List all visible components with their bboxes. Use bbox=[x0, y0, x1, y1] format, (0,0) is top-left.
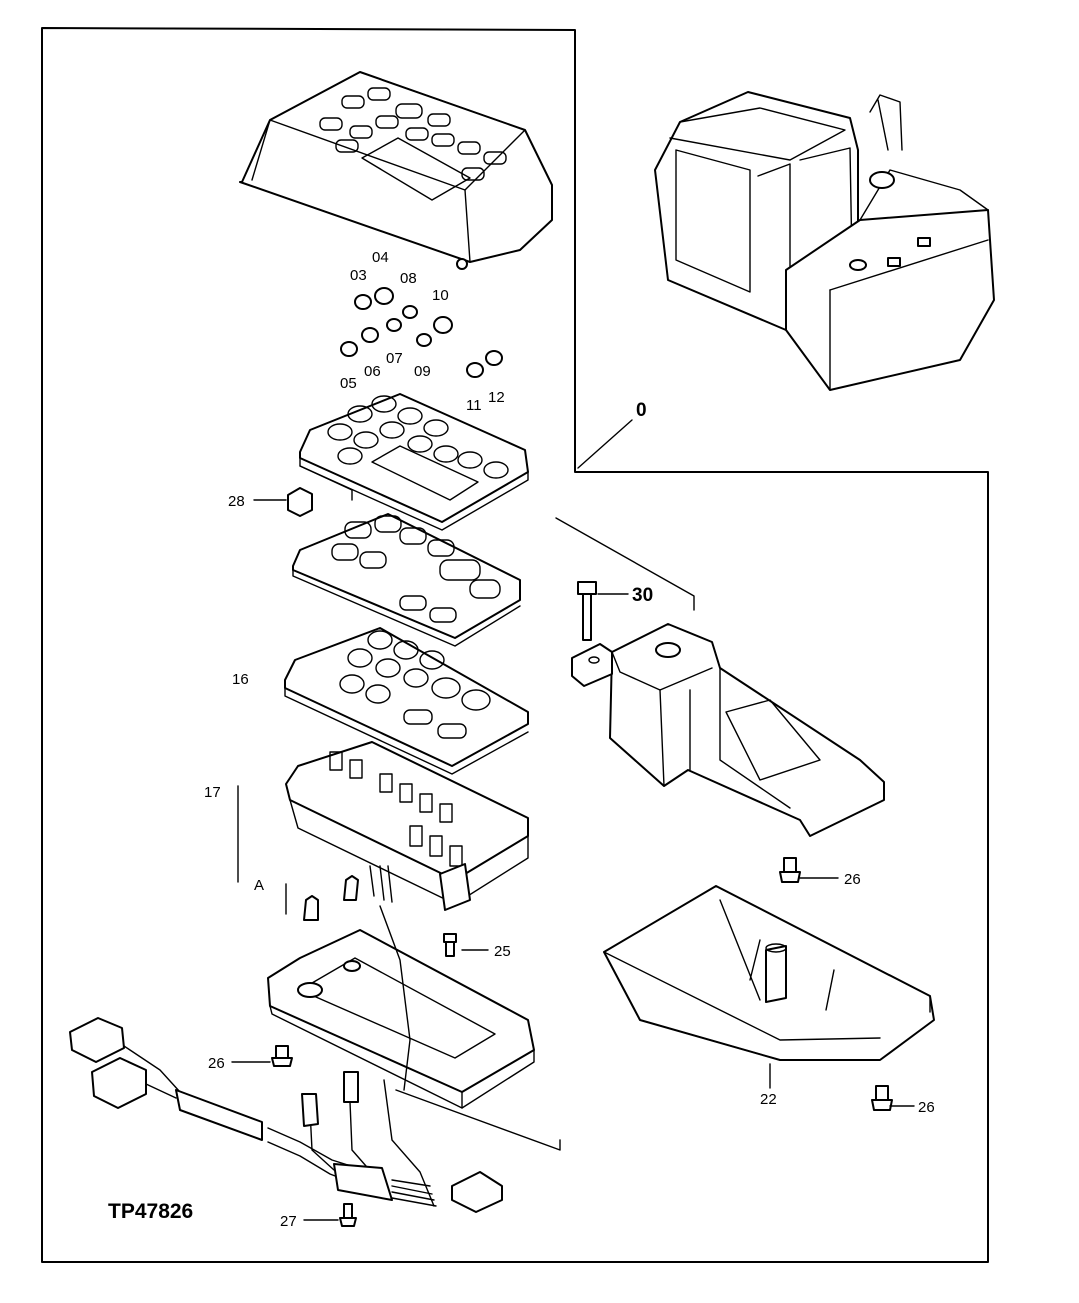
circuit-board-1 bbox=[292, 513, 521, 647]
callout-30: 30 bbox=[632, 585, 653, 606]
monitor-top-cover bbox=[239, 71, 553, 270]
callout-25: 25 bbox=[494, 943, 511, 960]
screw-26-case bbox=[271, 1045, 293, 1067]
bulb-right bbox=[343, 875, 359, 901]
knob-caps bbox=[340, 287, 503, 378]
excavator-cab bbox=[654, 91, 995, 391]
callout-08: 08 bbox=[400, 270, 417, 287]
bolt-30 bbox=[577, 581, 597, 641]
callout-09: 09 bbox=[414, 363, 431, 380]
bulb-left bbox=[303, 895, 319, 921]
callout-27: 27 bbox=[280, 1213, 297, 1230]
callout-28: 28 bbox=[228, 493, 245, 510]
circuit-board-16 bbox=[284, 627, 529, 775]
callout-03: 03 bbox=[350, 267, 367, 284]
screw-27 bbox=[339, 1203, 357, 1227]
callout-06: 06 bbox=[364, 363, 381, 380]
callout-10: 10 bbox=[432, 287, 449, 304]
callout-16: 16 bbox=[232, 671, 249, 688]
switch-panel-sheet bbox=[299, 393, 529, 531]
wire-harness bbox=[69, 905, 437, 1207]
main-circuit-board-17 bbox=[285, 741, 529, 911]
callout-07: 07 bbox=[386, 350, 403, 367]
mounting-bracket bbox=[571, 623, 885, 837]
screw-26-cover bbox=[871, 1085, 893, 1111]
callout-04: 04 bbox=[372, 249, 389, 266]
screw-26-bracket bbox=[779, 857, 801, 883]
callout-labels: 0 03 04 08 10 05 06 07 09 11 12 28 16 17… bbox=[108, 249, 935, 1230]
diagram-border bbox=[41, 27, 989, 1263]
callout-12: 12 bbox=[488, 389, 505, 406]
grommet bbox=[451, 1171, 503, 1213]
callout-05: 05 bbox=[340, 375, 357, 392]
bottom-cover-22 bbox=[603, 885, 935, 1061]
leader-lines bbox=[231, 499, 915, 1221]
figure-id: TP47826 bbox=[108, 1200, 193, 1223]
screw-25 bbox=[443, 933, 457, 957]
leader-0 bbox=[577, 419, 633, 469]
callout-0: 0 bbox=[636, 400, 647, 421]
callout-11: 11 bbox=[466, 397, 482, 414]
callout-a: A bbox=[254, 877, 264, 894]
callout-26-cover: 26 bbox=[918, 1099, 935, 1116]
cap-28 bbox=[287, 487, 313, 517]
callout-26-bracket: 26 bbox=[844, 871, 861, 888]
callout-22: 22 bbox=[760, 1091, 777, 1108]
callout-17: 17 bbox=[204, 784, 221, 801]
callout-26-case: 26 bbox=[208, 1055, 225, 1072]
monitor-lower-case bbox=[267, 929, 535, 1109]
